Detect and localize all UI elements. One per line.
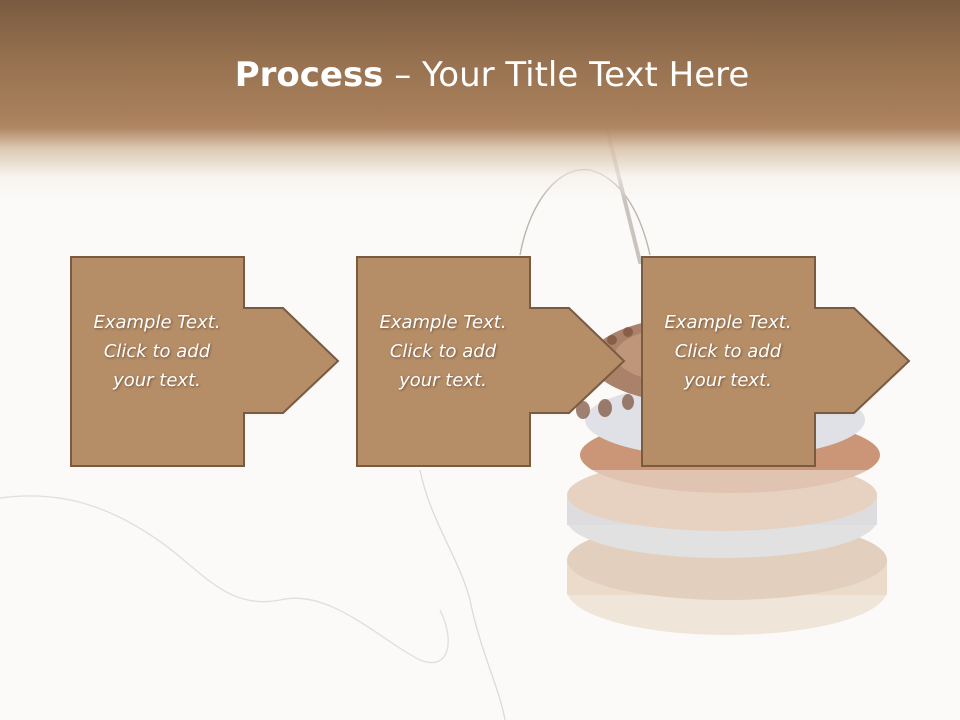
process-step-2[interactable]: Example Text. Click to add your text. (356, 256, 628, 468)
process-step-1[interactable]: Example Text. Click to add your text. (70, 256, 342, 468)
step-text: Example Text. Click to add your text. (358, 308, 528, 395)
process-step-3[interactable]: Example Text. Click to add your text. (641, 256, 913, 468)
step-arrow-shape (641, 256, 911, 467)
step-line: your text. (684, 370, 772, 391)
step-line: Example Text. (379, 312, 507, 333)
step-arrow-shape (356, 256, 626, 467)
slide-title[interactable]: Process – Your Title Text Here (0, 52, 960, 98)
step-text: Example Text. Click to add your text. (72, 308, 242, 395)
step-arrow-shape (70, 256, 340, 467)
title-bold: Process (234, 55, 384, 95)
step-line: Click to add (674, 341, 782, 362)
step-line: Example Text. (93, 312, 221, 333)
step-line: Click to add (389, 341, 497, 362)
step-line: Example Text. (664, 312, 792, 333)
title-rest: – Your Title Text Here (383, 55, 750, 95)
step-line: your text. (399, 370, 487, 391)
title-band (0, 0, 960, 200)
thread-bottom (419, 469, 506, 720)
thread-left (0, 495, 449, 664)
step-text: Example Text. Click to add your text. (643, 308, 813, 395)
step-line: Click to add (103, 341, 211, 362)
step-line: your text. (113, 370, 201, 391)
